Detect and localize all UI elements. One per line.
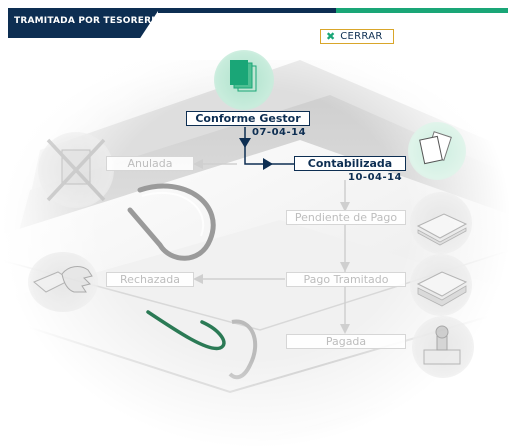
anulada-icon-circle (38, 132, 114, 208)
pendiente-icon-circle (410, 192, 472, 254)
header-accent-bar (336, 8, 508, 13)
stamp-icon (423, 325, 461, 365)
page-title: TRAMITADA POR TESORERIA (14, 16, 162, 26)
status-pago-tramitado: Pago Tramitado (286, 272, 406, 287)
tramitado-icon-circle (410, 254, 472, 316)
arrow-down-active (239, 138, 251, 148)
paper-stack-icon (416, 213, 468, 246)
header-bar (158, 8, 336, 13)
conforme-gestor-icon-circle (214, 50, 274, 110)
cancelled-document-icon (46, 138, 106, 202)
date-contabilizada: 10-04-14 (348, 172, 403, 183)
arrow-tramitado (340, 262, 350, 272)
status-rechazada: Rechazada (106, 272, 194, 287)
status-contabilizada: Contabilizada (294, 156, 406, 171)
document-stack-icon (230, 60, 257, 92)
x-mark-icon: ✖ (326, 30, 336, 43)
pagada-icon-circle (412, 316, 474, 378)
arrow-right-active (263, 158, 273, 170)
arrow-pagada (340, 324, 350, 334)
paper-pile-icon (416, 271, 468, 307)
status-conforme-gestor: Conforme Gestor (186, 111, 310, 126)
rechazada-icon-circle (28, 252, 98, 312)
status-anulada: Anulada (106, 156, 194, 171)
papers-icon (419, 131, 452, 165)
contabilizada-icon-circle (408, 122, 466, 180)
date-conforme-gestor: 07-04-14 (252, 127, 307, 138)
status-pendiente-pago: Pendiente de Pago (286, 210, 406, 225)
close-button[interactable]: ✖ CERRAR (320, 29, 394, 44)
arrow-pendiente (340, 202, 350, 212)
rejecting-hand-icon (33, 266, 93, 293)
arrow-rechazada (193, 274, 203, 284)
close-label: CERRAR (340, 31, 383, 42)
arrow-anulada (193, 159, 203, 169)
status-pagada: Pagada (286, 334, 406, 349)
title-banner (8, 8, 160, 38)
